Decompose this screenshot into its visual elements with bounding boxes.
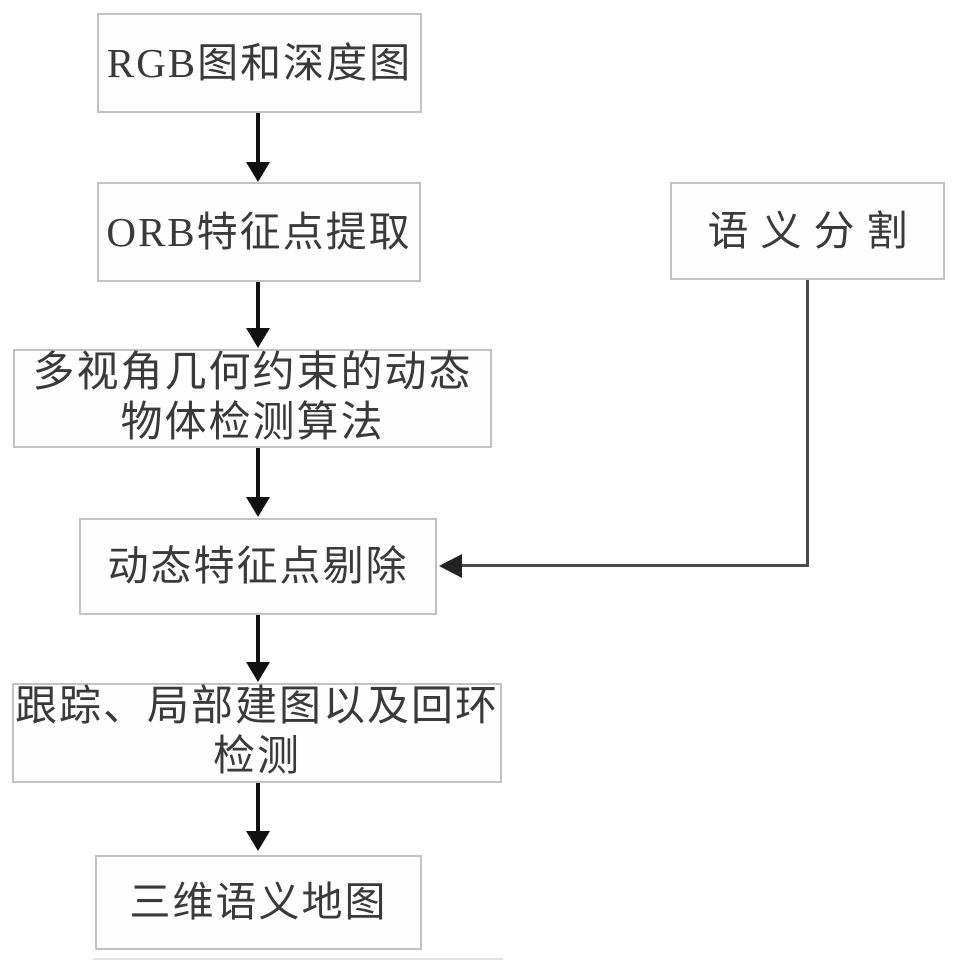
arrowhead-down-icon [246, 497, 270, 517]
arrow-shaft [256, 448, 260, 497]
bottom-faint-line [93, 958, 503, 960]
arrow-shaft [256, 282, 260, 328]
node-semseg-label: 语义分割 [707, 207, 920, 254]
node-cull-label: 动态特征点剔除 [107, 543, 409, 590]
node-orb-label: ORB特征点提取 [106, 208, 412, 255]
node-tracking-mapping-loopclosure: 跟踪、局部建图以及回环检测 [12, 683, 502, 783]
arrowhead-down-icon [246, 831, 270, 851]
node-semantic-segmentation: 语义分割 [670, 182, 945, 280]
arrow-shaft [256, 783, 260, 831]
node-rgb-depth-input: RGB图和深度图 [97, 13, 422, 113]
connector-semseg-horizontal-line [455, 564, 809, 567]
arrow-multiview-to-cull [246, 448, 270, 517]
node-3d-semantic-map: 三维语义地图 [95, 855, 422, 950]
connector-semseg-vertical-line [806, 280, 809, 567]
node-map3d-label: 三维语义地图 [129, 879, 388, 926]
arrow-shaft [256, 113, 260, 162]
node-dynamic-feature-culling: 动态特征点剔除 [79, 518, 437, 615]
node-tracking-label: 跟踪、局部建图以及回环检测 [14, 684, 499, 780]
arrow-orb-to-multiview [246, 282, 270, 348]
node-rgb-depth-label: RGB图和深度图 [106, 39, 413, 86]
arrowhead-down-icon [246, 328, 270, 348]
arrowhead-left-icon [439, 554, 462, 578]
node-multiview-dynamic-detection: 多视角几何约束的动态物体检测算法 [13, 349, 492, 448]
arrow-tracking-to-map [246, 783, 270, 851]
arrowhead-down-icon [246, 162, 270, 182]
arrow-cull-to-tracking [246, 615, 270, 682]
node-multiview-label: 多视角几何约束的动态物体检测算法 [32, 349, 473, 446]
arrow-shaft [256, 615, 260, 662]
arrow-rgb-to-orb [246, 113, 270, 182]
arrowhead-down-icon [246, 662, 270, 682]
node-orb-feature-extraction: ORB特征点提取 [97, 182, 421, 282]
